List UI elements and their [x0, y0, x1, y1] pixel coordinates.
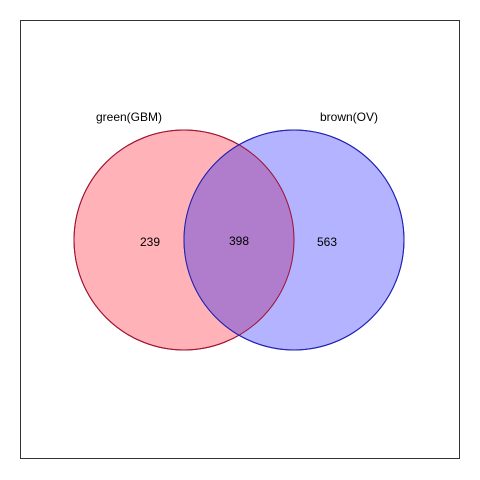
set-outline-brown-ov [183, 129, 405, 351]
count-green-gbm-only: 239 [140, 235, 160, 249]
set-label-green-gbm: green(GBM) [96, 110, 162, 124]
set-outline-green-gbm [73, 129, 295, 351]
count-brown-ov-only: 563 [317, 235, 337, 249]
count-intersection: 398 [229, 234, 249, 248]
intersection-region [184, 130, 294, 350]
set-label-brown-ov: brown(OV) [320, 110, 378, 124]
